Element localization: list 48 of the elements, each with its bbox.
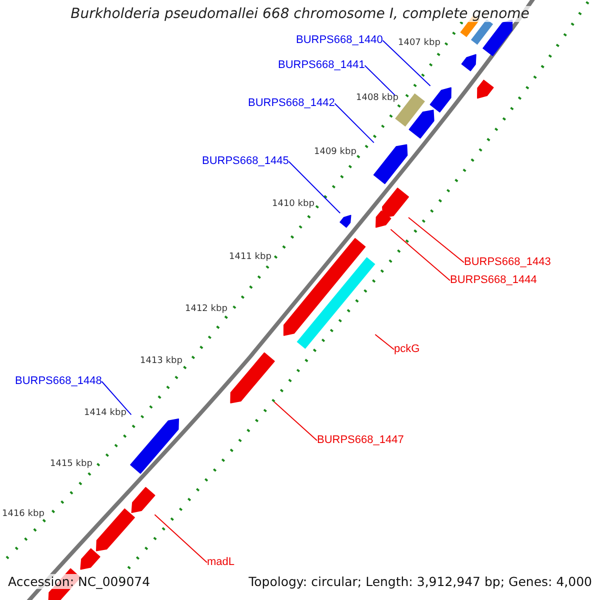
gene-label: madL — [207, 556, 235, 569]
gene-label: BURPS668_1443 — [464, 256, 551, 269]
scale-label: 1407 kbp — [398, 38, 440, 48]
scale-label: 1411 kbp — [229, 252, 272, 262]
gene-label: BURPS668_1448 — [15, 375, 102, 388]
gene-feature — [375, 210, 392, 228]
scale-label: 1408 kbp — [356, 93, 398, 103]
leader-line — [288, 161, 341, 214]
scale-label: 1412 kbp — [185, 304, 228, 314]
leader-line — [154, 514, 208, 563]
leader-line — [364, 65, 396, 96]
leader-line — [390, 228, 450, 281]
gene-feature — [230, 352, 275, 404]
scale-label: 1414 kbp — [84, 408, 126, 418]
gene-feature — [130, 418, 180, 474]
leader-line — [408, 217, 464, 263]
gene-feature — [408, 110, 434, 139]
gene-label: pckG — [394, 343, 420, 356]
gene-label: BURPS668_1447 — [317, 434, 404, 447]
leader-line — [274, 402, 318, 441]
gene-label: BURPS668_1440 — [296, 34, 383, 47]
gene-feature — [283, 238, 366, 336]
accession-note: Accession: NC_009074 — [8, 574, 150, 589]
scale-label: 1415 kbp — [50, 459, 92, 469]
gene-feature — [430, 87, 452, 112]
gene-feature — [482, 20, 513, 56]
gene-label: BURPS668_1442 — [248, 97, 335, 110]
genome-summary: Topology: circular; Length: 3,912,947 bp; Genes: 4,000 — [248, 574, 592, 589]
gene-label: BURPS668_1444 — [450, 274, 537, 287]
scale-label: 1410 kbp — [272, 199, 314, 209]
leader-line — [382, 40, 431, 86]
gene-feature — [373, 144, 408, 184]
gene-feature — [96, 508, 135, 552]
scale-label: 1416 kbp — [2, 509, 44, 519]
leader-line — [334, 103, 374, 144]
gene-label: BURPS668_1445 — [202, 155, 289, 168]
leader-line — [374, 334, 394, 350]
gene-feature — [382, 188, 409, 218]
gene-feature — [80, 548, 100, 570]
gene-feature — [131, 487, 156, 514]
leader-line — [101, 381, 132, 416]
gene-bar — [470, 19, 494, 45]
gene-feature — [340, 214, 352, 228]
scale-label: 1413 kbp — [140, 356, 182, 366]
gene-feature — [461, 54, 476, 72]
gene-label: BURPS668_1441 — [278, 59, 365, 72]
scale-label: 1409 kbp — [314, 147, 356, 157]
gene-feature — [477, 80, 494, 99]
